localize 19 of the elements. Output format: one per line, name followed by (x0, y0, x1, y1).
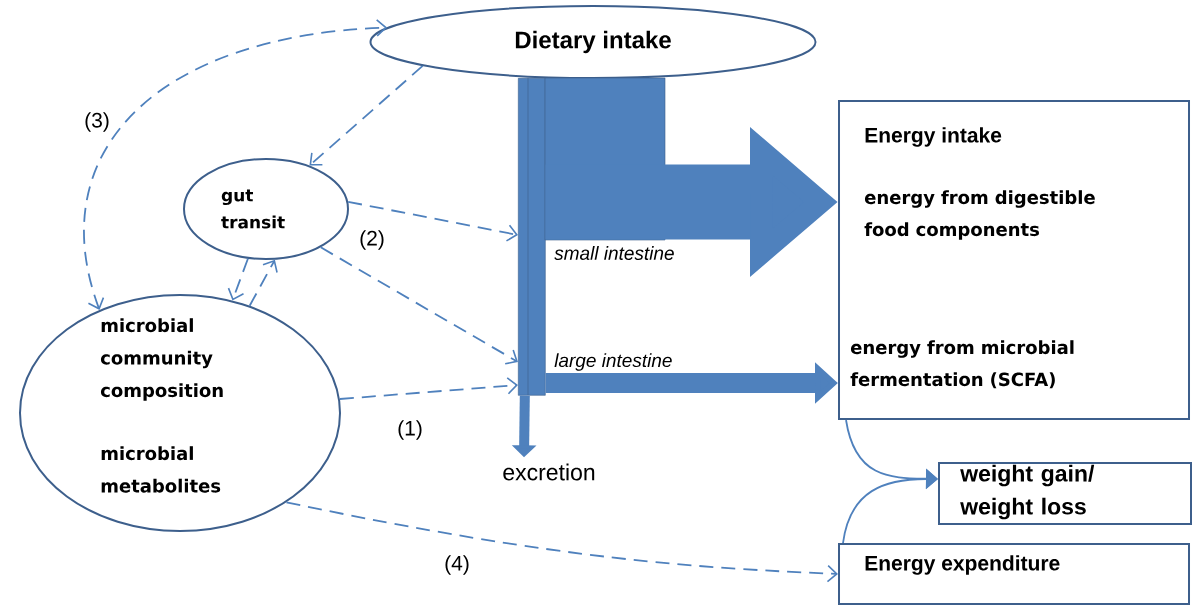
weight-box: weight gain/ weight loss (938, 462, 1192, 525)
edge-label: (1) (396, 419, 424, 441)
dashed-arrow (285, 501, 838, 583)
excretion-label: excretion (503, 463, 595, 481)
dashed-arrow (319, 246, 518, 365)
dashed-arrow (339, 377, 518, 400)
dashed-arrow (248, 259, 278, 307)
edge-label: (2) (358, 229, 386, 251)
dashed-arrow (227, 257, 249, 301)
energy-intake-box: Energy intake energy from digestible food components energy from microbial fermentation (SCFA) (838, 100, 1190, 420)
curved-arrow (842, 468, 938, 544)
edge-label: (4) (443, 554, 471, 576)
dashed-arrow (309, 65, 424, 166)
edge-label: large intestine (553, 352, 674, 372)
edge-label: (3) (83, 111, 111, 133)
edge-label: small intestine (553, 245, 676, 261)
dashed-arrow (83, 19, 388, 310)
expenditure-box: Energy expenditure (838, 543, 1190, 605)
dashed-arrow (347, 200, 518, 242)
